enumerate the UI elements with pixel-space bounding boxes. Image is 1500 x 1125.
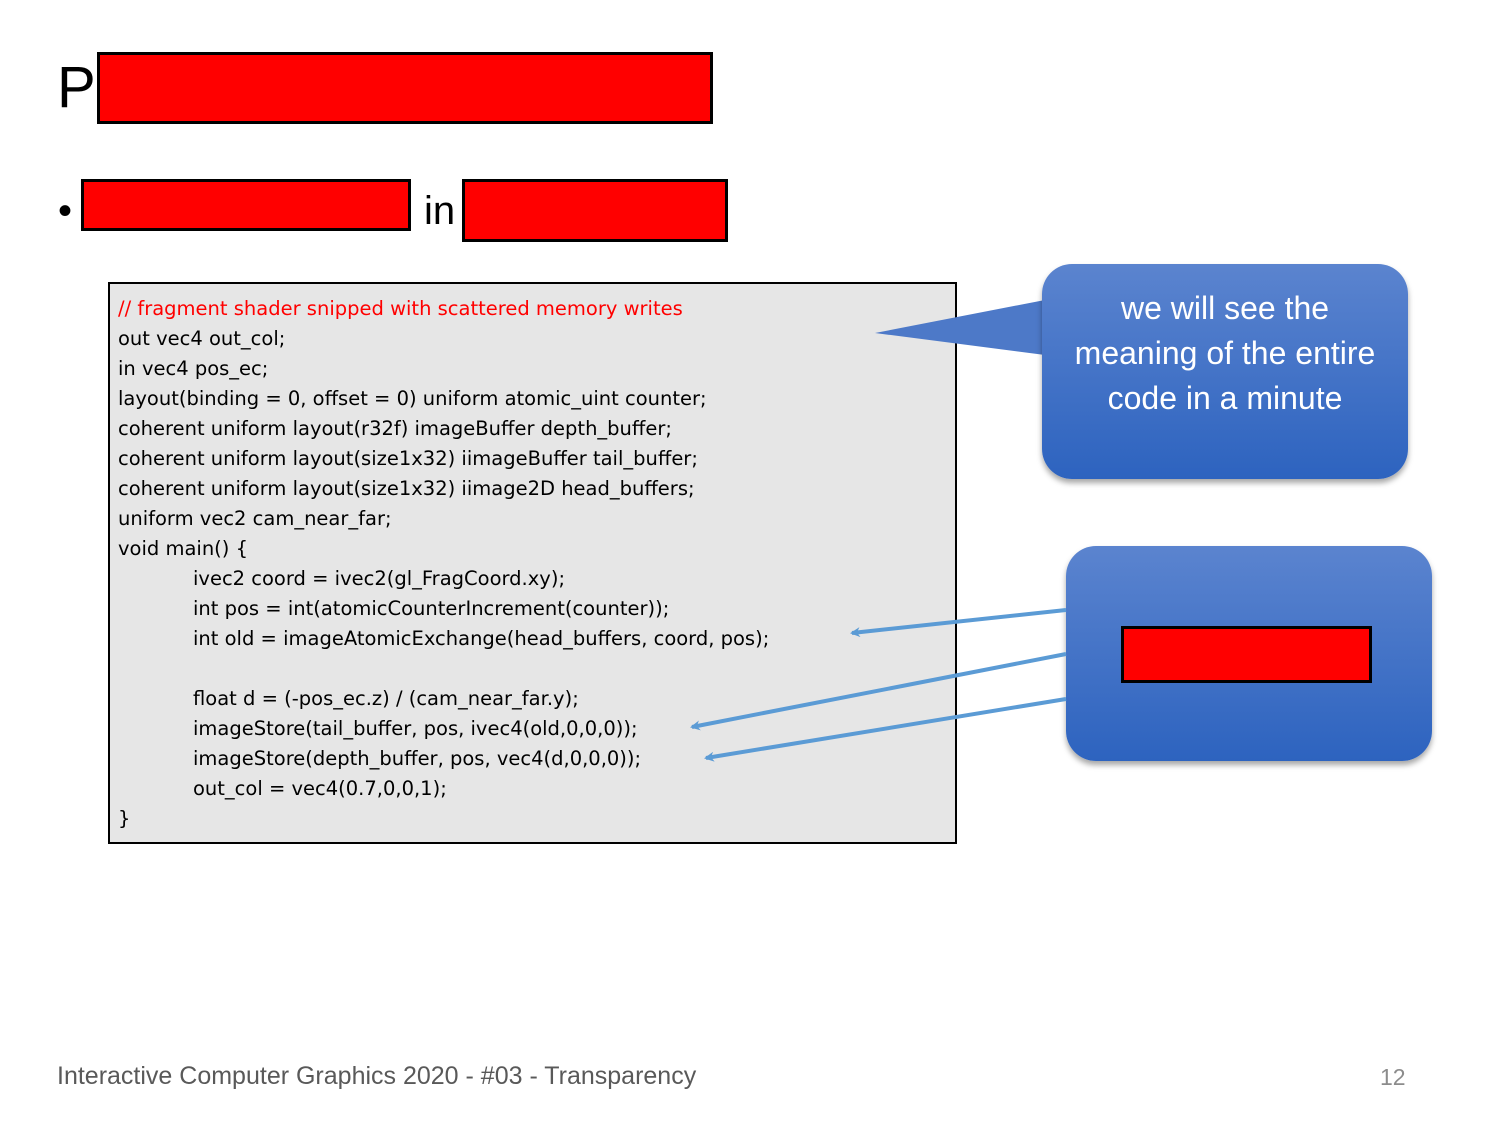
code-line: uniform vec2 cam_near_far; — [118, 507, 392, 530]
slide-title: P — [57, 55, 96, 120]
code-line: float d = (-pos_ec.z) / (cam_near_far.y)… — [193, 687, 579, 710]
code-line: coherent uniform layout(size1x32) iimage… — [118, 447, 698, 470]
callout-redaction — [1121, 626, 1372, 683]
code-line: int pos = int(atomicCounterIncrement(cou… — [193, 597, 670, 620]
code-line: } — [118, 807, 131, 830]
code-line: imageStore(depth_buffer, pos, vec4(d,0,0… — [193, 747, 642, 770]
code-line: out_col = vec4(0.7,0,0,1); — [193, 777, 447, 800]
title-redaction — [97, 52, 713, 124]
bullet-redaction-2 — [462, 179, 728, 242]
code-line: int old = imageAtomicExchange(head_buffe… — [193, 627, 770, 650]
code-line: ivec2 coord = ivec2(gl_FragCoord.xy); — [193, 567, 566, 590]
bullet-symbol: • — [58, 189, 73, 233]
explain-callout: we will see the meaning of the entire co… — [1042, 264, 1408, 479]
arrow-to-exchange — [850, 608, 1067, 638]
bullet-word: in — [424, 189, 456, 233]
code-line: coherent uniform layout(size1x32) iimage… — [118, 477, 695, 500]
code-line: imageStore(tail_buffer, pos, ivec4(old,0… — [193, 717, 638, 740]
explain-callout-text: we will see the meaning of the entire co… — [1074, 290, 1376, 416]
code-block: // fragment shader snipped with scattere… — [108, 282, 957, 844]
footer-text: Interactive Computer Graphics 2020 - #03… — [57, 1062, 697, 1090]
code-line: void main() { — [118, 537, 249, 560]
arrow-to-tail-store — [690, 652, 1067, 731]
code-comment-line: // fragment shader snipped with scattere… — [118, 297, 683, 320]
arrow-to-depth-store — [704, 697, 1067, 762]
page-number: 12 — [1380, 1064, 1406, 1090]
code-line: out vec4 out_col; — [118, 327, 286, 350]
code-line: coherent uniform layout(r32f) imageBuffe… — [118, 417, 672, 440]
bullet-redaction-1 — [81, 179, 411, 231]
code-line: layout(binding = 0, offset = 0) uniform … — [118, 387, 707, 410]
code-line: in vec4 pos_ec; — [118, 357, 269, 380]
